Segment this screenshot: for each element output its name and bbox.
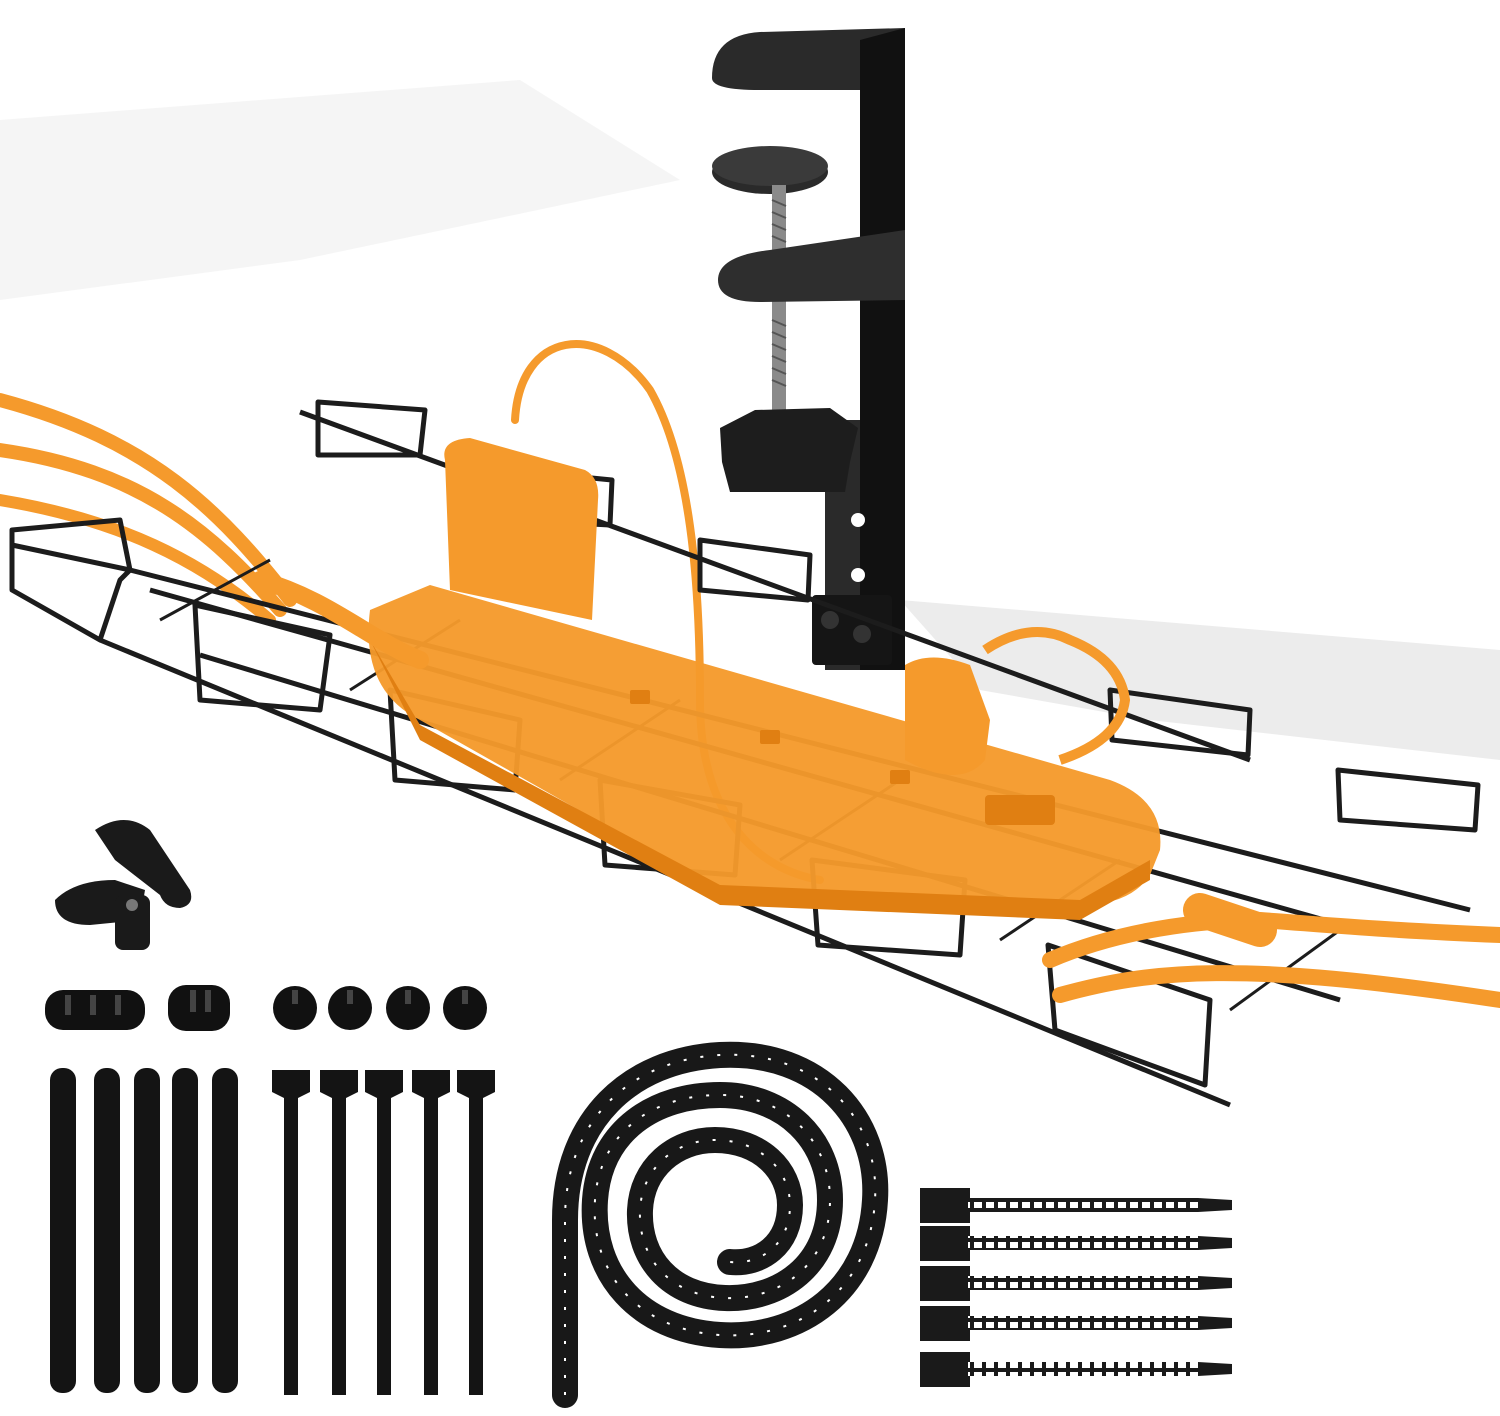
cable-ties (920, 1188, 1232, 1387)
loop-straps (272, 1070, 495, 1395)
orange-cables-front (251, 571, 1500, 1008)
clamp-bracket (712, 28, 905, 670)
swivel-mount (55, 820, 192, 950)
cable-clips (45, 985, 487, 1031)
spiral-cable-wrap (552, 1041, 889, 1408)
velcro-straps (50, 1068, 238, 1393)
power-strip (368, 438, 1161, 920)
floor-shadow (0, 80, 1500, 760)
